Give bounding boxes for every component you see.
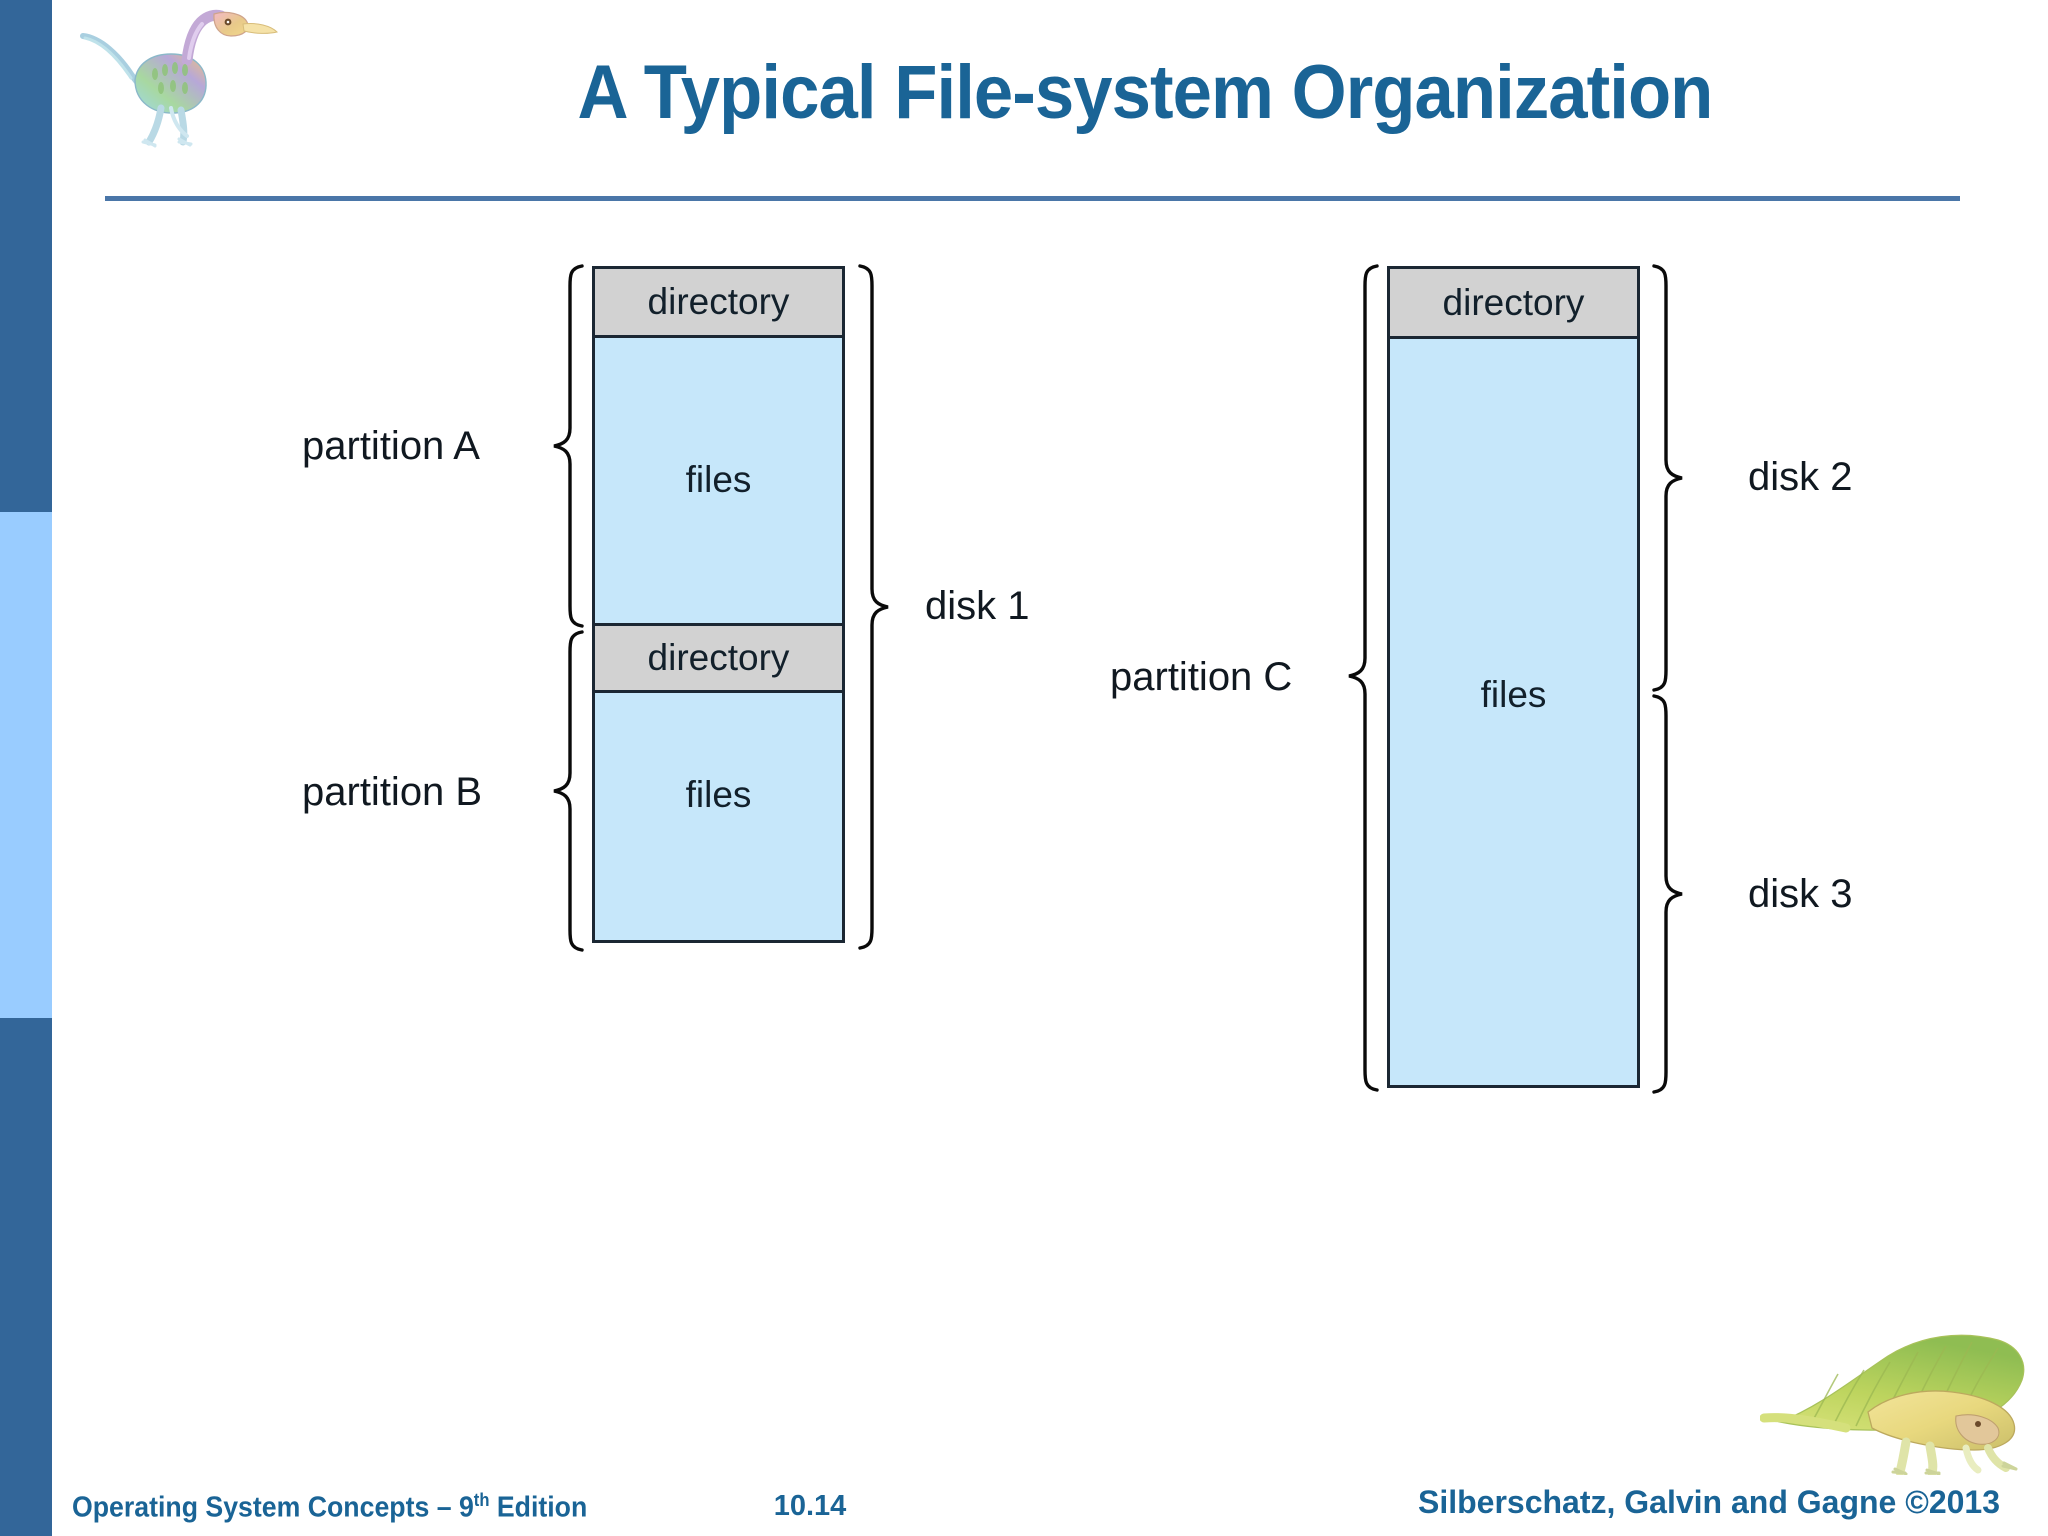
- page-title: A Typical File-system Organization: [577, 50, 1714, 135]
- disk1-partitionA-directory-band: directory: [595, 269, 842, 338]
- footer-edition-word: Edition: [489, 1491, 588, 1524]
- disk2-label: disk 2: [1748, 455, 1853, 499]
- left-color-rail: [0, 0, 52, 1536]
- disk2-brace: [1652, 264, 1696, 692]
- footer-course-title: Operating System Concepts – 9th Edition: [72, 1490, 587, 1525]
- disk1-partitionB-directory-label: directory: [647, 637, 790, 678]
- partition-b-brace: [540, 630, 584, 952]
- disk1-label: disk 1: [925, 584, 1030, 628]
- disk1-partitionA-files-label: files: [685, 459, 752, 500]
- disk1-partitionA-directory-label: directory: [647, 281, 790, 322]
- disk23-directory-band: directory: [1390, 269, 1637, 339]
- rail-segment-bottom: [0, 1018, 52, 1536]
- disk1-partitionB-directory-band: directory: [595, 623, 842, 693]
- rail-segment-top: [0, 0, 52, 512]
- footer-course-title-main: Operating System Concepts – 9: [72, 1491, 474, 1524]
- partition-c-label: partition C: [1110, 655, 1293, 699]
- disk3-brace: [1652, 694, 1696, 1094]
- title-underline-rule: [105, 196, 1960, 201]
- disk23-directory-label: directory: [1442, 281, 1585, 323]
- footer-edition-ordinal: th: [473, 1490, 490, 1510]
- rail-segment-middle: [0, 512, 52, 1018]
- dinosaur-logo-bottom-icon: [1759, 1330, 2040, 1478]
- partition-a-label: partition A: [302, 424, 480, 468]
- disk1-box: directory files directory files: [592, 266, 845, 943]
- disk23-box: directory files: [1387, 266, 1640, 1088]
- disk1-brace: [858, 264, 902, 950]
- partition-a-brace: [540, 264, 584, 628]
- partition-c-brace: [1335, 264, 1379, 1094]
- disk23-files-label: files: [1480, 674, 1547, 715]
- slide-number: 10.14: [773, 1490, 847, 1522]
- footer-copyright: Silberschatz, Galvin and Gagne ©2013: [1417, 1484, 2000, 1520]
- filesystem-organization-diagram: directory files directory files partitio…: [302, 264, 1853, 1094]
- disk3-label: disk 3: [1748, 872, 1853, 916]
- disk1-partitionB-files-label: files: [685, 774, 752, 815]
- partition-b-label: partition B: [302, 770, 483, 814]
- dinosaur-logo-icon: [75, 8, 290, 148]
